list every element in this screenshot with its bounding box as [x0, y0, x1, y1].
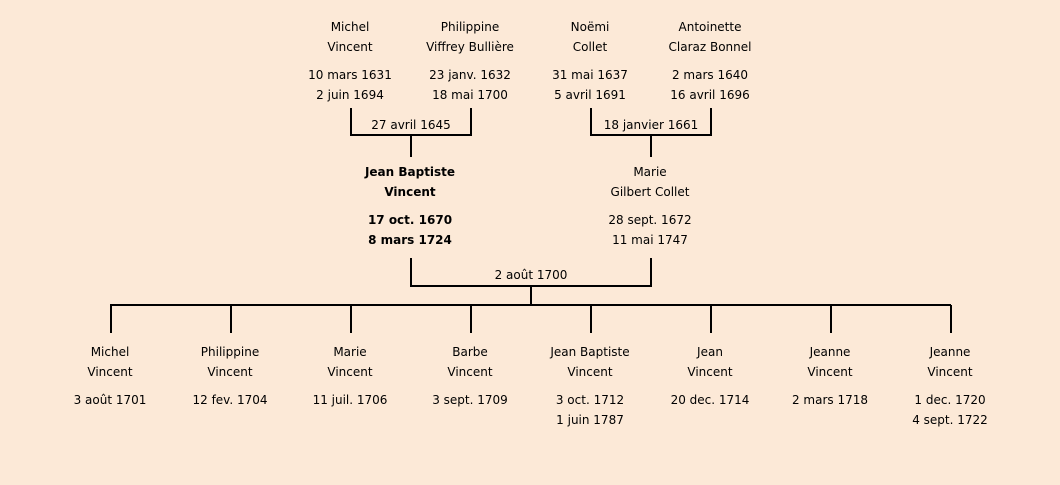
- person-antoinette-claraz[interactable]: Antoinette Claraz Bonnel 2 mars 1640 16 …: [640, 17, 780, 105]
- child-jean-baptiste[interactable]: Jean Baptiste Vincent 3 oct. 1712 1 juin…: [520, 342, 660, 430]
- person-michel-vincent-grandfather[interactable]: Michel Vincent 10 mars 1631 2 juin 1694: [280, 17, 420, 105]
- person-jean-baptiste-vincent-focus[interactable]: Jean Baptiste Vincent 17 oct. 1670 8 mar…: [340, 162, 480, 250]
- marriage-date-parents: 2 août 1700: [494, 268, 568, 282]
- connector-parents: [410, 258, 652, 305]
- person-death: 11 mai 1747: [612, 233, 688, 247]
- person-birth: 3 sept. 1709: [432, 393, 508, 407]
- person-first-name: Michel: [330, 20, 370, 34]
- person-last-name: Vincent: [327, 365, 373, 379]
- person-birth: 2 mars 1718: [791, 393, 869, 407]
- person-first-name: Michel: [90, 345, 130, 359]
- person-first-name: Jeanne: [809, 345, 851, 359]
- person-first-name: Philippine: [440, 20, 500, 34]
- person-marie-gilbert-collet[interactable]: Marie Gilbert Collet 28 sept. 1672 11 ma…: [580, 162, 720, 250]
- person-first-name: Jean: [697, 345, 723, 359]
- person-first-name: Marie: [633, 165, 667, 179]
- marriage-date-right: 18 janvier 1661: [603, 118, 699, 132]
- person-birth: 3 oct. 1712: [555, 393, 625, 407]
- person-death: 2 juin 1694: [316, 88, 384, 102]
- person-birth: 17 oct. 1670: [367, 213, 453, 227]
- person-last-name: Vincent: [807, 365, 853, 379]
- person-death: 4 sept. 1722: [912, 413, 988, 427]
- person-birth: 2 mars 1640: [671, 68, 749, 82]
- connector-grandparents-right: [590, 108, 712, 157]
- person-first-name: Barbe: [452, 345, 488, 359]
- person-death: 1 juin 1787: [556, 413, 624, 427]
- person-last-name: Claraz Bonnel: [668, 40, 752, 54]
- person-last-name: Vincent: [384, 185, 436, 199]
- person-first-name: Jeanne: [929, 345, 971, 359]
- person-birth: 12 fev. 1704: [192, 393, 268, 407]
- person-last-name: Vincent: [87, 365, 133, 379]
- person-birth: 11 juil. 1706: [312, 393, 388, 407]
- child-philippine[interactable]: Philippine Vincent 12 fev. 1704: [160, 342, 300, 410]
- child-jeanne-1718[interactable]: Jeanne Vincent 2 mars 1718: [760, 342, 900, 410]
- person-birth: 3 août 1701: [73, 393, 147, 407]
- person-last-name: Gilbert Collet: [610, 185, 690, 199]
- person-last-name: Collet: [572, 40, 608, 54]
- person-first-name: Jean Baptiste: [364, 165, 456, 179]
- person-last-name: Vincent: [207, 365, 253, 379]
- person-last-name: Viffrey Bullière: [426, 40, 514, 54]
- person-first-name: Marie: [333, 345, 367, 359]
- person-birth: 1 dec. 1720: [914, 393, 986, 407]
- person-last-name: Vincent: [927, 365, 973, 379]
- person-death: 18 mai 1700: [432, 88, 508, 102]
- person-death: 5 avril 1691: [554, 88, 626, 102]
- person-last-name: Vincent: [567, 365, 613, 379]
- person-last-name: Vincent: [447, 365, 493, 379]
- person-birth: 31 mai 1637: [552, 68, 628, 82]
- person-birth: 23 janv. 1632: [429, 68, 511, 82]
- person-birth: 10 mars 1631: [308, 68, 392, 82]
- child-michel[interactable]: Michel Vincent 3 août 1701: [40, 342, 180, 410]
- connector-grandparents-left: [350, 108, 472, 157]
- person-noemi-collet[interactable]: Noëmi Collet 31 mai 1637 5 avril 1691: [520, 17, 660, 105]
- person-first-name: Philippine: [200, 345, 260, 359]
- child-barbe[interactable]: Barbe Vincent 3 sept. 1709: [400, 342, 540, 410]
- person-birth: 28 sept. 1672: [608, 213, 692, 227]
- person-first-name: Jean Baptiste: [550, 345, 630, 359]
- person-birth: 20 dec. 1714: [670, 393, 750, 407]
- marriage-date-left: 27 avril 1645: [371, 118, 451, 132]
- child-jean[interactable]: Jean Vincent 20 dec. 1714: [640, 342, 780, 410]
- person-philippine-viffrey[interactable]: Philippine Viffrey Bullière 23 janv. 163…: [400, 17, 540, 105]
- person-first-name: Antoinette: [678, 20, 742, 34]
- child-marie[interactable]: Marie Vincent 11 juil. 1706: [280, 342, 420, 410]
- connector-children: [110, 304, 952, 333]
- person-last-name: Vincent: [687, 365, 733, 379]
- person-death: 8 mars 1724: [368, 233, 452, 247]
- person-first-name: Noëmi: [570, 20, 610, 34]
- person-death: 16 avril 1696: [670, 88, 750, 102]
- person-last-name: Vincent: [327, 40, 373, 54]
- child-jeanne-1720[interactable]: Jeanne Vincent 1 dec. 1720 4 sept. 1722: [880, 342, 1020, 430]
